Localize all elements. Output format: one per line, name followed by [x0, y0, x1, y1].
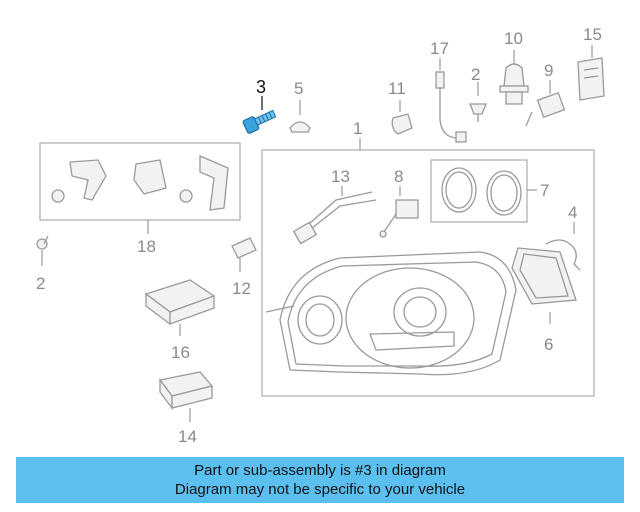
- callout-2-left: 2: [36, 274, 45, 293]
- part-17-wire[interactable]: [435, 58, 467, 143]
- part-4-spring[interactable]: [545, 222, 581, 271]
- callout-9: 9: [544, 61, 553, 80]
- callout-15: 15: [583, 25, 602, 44]
- callout-12: 12: [232, 279, 251, 298]
- headlamp-assembly-box: [261, 149, 595, 397]
- part-8-socket[interactable]: [379, 186, 419, 238]
- callout-13: 13: [331, 167, 350, 186]
- part-3-bolt[interactable]: [242, 96, 277, 134]
- part-14-module[interactable]: [158, 371, 214, 422]
- part-16-module[interactable]: [144, 279, 216, 336]
- callout-1: 1: [353, 119, 362, 138]
- callout-4: 4: [568, 203, 577, 222]
- part-15-module[interactable]: [577, 45, 605, 101]
- callout-14: 14: [178, 427, 197, 446]
- part-2-left-bolt[interactable]: [36, 235, 49, 266]
- part-5-clip[interactable]: [289, 100, 311, 133]
- info-banner: Part or sub-assembly is #3 in diagram Di…: [16, 457, 624, 503]
- banner-line-1: Part or sub-assembly is #3 in diagram: [194, 462, 446, 479]
- callout-2-top: 2: [471, 65, 480, 84]
- part-2-top-clip[interactable]: [469, 82, 487, 122]
- callout-6: 6: [544, 335, 553, 354]
- part-10-bulb[interactable]: [499, 50, 529, 105]
- callout-3: 3: [256, 77, 266, 97]
- group-18-box: [39, 142, 241, 221]
- part-6-cover[interactable]: [511, 247, 577, 324]
- callout-10: 10: [504, 29, 523, 48]
- part-7-rings[interactable]: [441, 167, 537, 216]
- part-13-harness[interactable]: [292, 186, 377, 245]
- part-11-bulb[interactable]: [391, 100, 413, 135]
- callout-18: 18: [137, 237, 156, 256]
- part-9-bulb[interactable]: [525, 80, 566, 127]
- callout-16: 16: [171, 343, 190, 362]
- group-7-box: [430, 159, 528, 223]
- group-18-parts[interactable]: [51, 155, 229, 211]
- callout-17: 17: [430, 39, 449, 58]
- part-12-bulb[interactable]: [231, 237, 257, 272]
- parts-diagram: 3 5 11 17 2 10 9: [36, 25, 605, 446]
- banner-line-2: Diagram may not be specific to your vehi…: [174, 481, 466, 498]
- callout-11: 11: [388, 79, 406, 98]
- headlamp-body[interactable]: [265, 251, 517, 376]
- callout-7: 7: [540, 181, 549, 200]
- callout-5: 5: [294, 79, 303, 98]
- callout-8: 8: [394, 167, 403, 186]
